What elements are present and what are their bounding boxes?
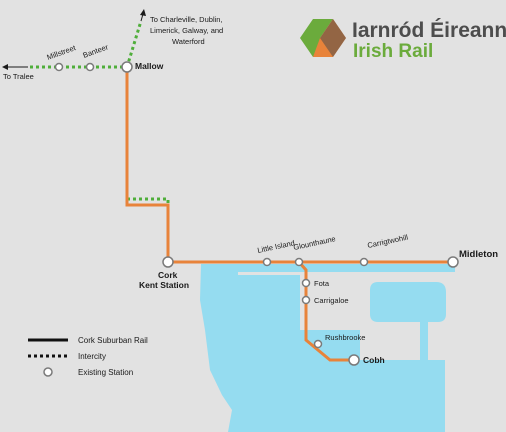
legend-suburban-label: Cork Suburban Rail [78,336,148,345]
label-rushbrooke: Rushbrooke [325,333,365,342]
station-rushbrooke [313,339,323,349]
label-millstreet: Millstreet [46,43,78,62]
label-cobh: Cobh [363,355,385,365]
suburban-lines [125,70,453,362]
arrow-up-icon [140,9,146,16]
label-carrigaloe: Carrigaloe [314,296,349,305]
suburban-cobh-line [297,261,354,362]
label-little-island: Little Island [257,238,296,255]
harbour-water-west [200,264,455,432]
intercity-north-line [125,20,143,68]
dest-north-line1: To Charleville, Dublin, [150,15,223,24]
station-carrigtwohill [359,257,369,267]
arrow-left-icon [2,64,8,70]
brand-name-irish: Iarnród Éireann [352,19,506,42]
station-carrigaloe [301,295,311,305]
label-carrigtwohill: Carrigtwohill [367,233,410,250]
dest-tralee: To Tralee [3,72,34,81]
station-midleton [447,256,459,268]
label-cork-line1: Cork [158,270,178,280]
label-mallow: Mallow [135,61,164,71]
label-banteer: Banteer [82,42,110,60]
stations [54,61,459,366]
station-cobh [348,354,360,366]
station-millstreet [54,62,64,72]
station-banteer [85,62,95,72]
arrows [2,9,146,70]
destination-labels: To Tralee To Charleville, Dublin, Limeri… [3,15,223,81]
estuary-water [370,282,446,362]
iarnrod-eireann-logo: Iarnród Éireann Irish Rail [300,19,506,62]
station-little-island [262,257,272,267]
intercity-mallow-cork-line [125,67,170,262]
label-glounthaune: Glounthaune [293,234,337,252]
dest-north-line3: Waterford [172,37,205,46]
legend: Cork Suburban Rail Intercity Existing St… [28,336,148,377]
legend-station-icon [43,367,53,377]
brand-name-english: Irish Rail [353,41,433,62]
dest-north-line2: Limerick, Galway, and [150,26,223,35]
label-cork-line2: Kent Station [139,280,189,290]
legend-intercity-label: Intercity [78,352,106,361]
station-glounthaune [294,257,304,267]
suburban-mallow-cork-line [125,70,170,262]
legend-station-label: Existing Station [78,368,133,377]
label-midleton: Midleton [459,249,498,260]
label-fota: Fota [314,279,330,288]
station-mallow [121,61,133,73]
station-fota [301,278,311,288]
harbour-water [200,264,455,432]
logo-mark-icon [300,19,346,57]
station-cork-kent [162,256,174,268]
